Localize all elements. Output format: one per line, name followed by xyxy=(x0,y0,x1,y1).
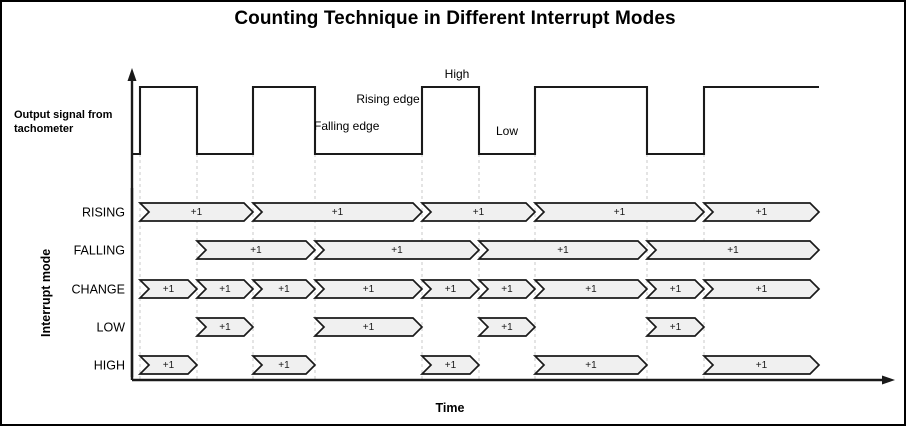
chevron-change-7 xyxy=(644,279,706,299)
x-axis-title: Time xyxy=(436,401,465,415)
chevron-row-falling: +1 +1 +1 +1 xyxy=(194,240,821,260)
chevron-change-0 xyxy=(137,279,199,299)
chevron-high-0 xyxy=(137,355,199,375)
chevron-value-high-4: +1 xyxy=(756,360,768,371)
gridline-group xyxy=(139,154,705,379)
chevron-value-low-0: +1 xyxy=(219,322,231,333)
chevron-falling-1 xyxy=(312,240,481,260)
chevron-high-3 xyxy=(532,355,649,375)
chevron-rising-3 xyxy=(532,202,706,222)
row-label-rising: RISING xyxy=(82,206,125,220)
chevron-value-change-1: +1 xyxy=(219,284,231,295)
chevron-value-low-2: +1 xyxy=(501,322,513,333)
chevron-value-high-1: +1 xyxy=(278,360,290,371)
chevron-row-group: +1+1+1+1+1+1+1+1+1+1+1+1+1+1+1+1+1+1+1+1… xyxy=(137,202,821,375)
chevron-value-falling-3: +1 xyxy=(727,245,739,256)
chevron-rising-0 xyxy=(137,202,255,222)
chevron-low-3 xyxy=(644,317,706,337)
chevron-change-4 xyxy=(419,279,481,299)
signal-y-axis-arrowhead xyxy=(127,68,137,81)
chevron-low-1 xyxy=(312,317,424,337)
annotation-low: Low xyxy=(496,124,518,138)
page-title: Counting Technique in Different Interrup… xyxy=(234,8,676,29)
chevron-change-8 xyxy=(701,279,821,299)
chevron-value-high-0: +1 xyxy=(163,360,175,371)
chevron-value-rising-3: +1 xyxy=(614,207,626,218)
chevron-change-6 xyxy=(532,279,649,299)
chevron-value-rising-4: +1 xyxy=(756,207,768,218)
chevron-value-high-3: +1 xyxy=(585,360,597,371)
chevron-high-2 xyxy=(419,355,481,375)
chevron-value-rising-0: +1 xyxy=(191,207,203,218)
chevron-high-1 xyxy=(250,355,317,375)
chevron-value-low-3: +1 xyxy=(670,322,682,333)
row-label-high: HIGH xyxy=(94,359,125,373)
chevron-value-change-3: +1 xyxy=(363,284,375,295)
chevron-value-falling-1: +1 xyxy=(391,245,403,256)
chevron-value-change-8: +1 xyxy=(756,284,768,295)
annotation-falling-edge: Falling edge xyxy=(314,119,380,133)
chevron-change-1 xyxy=(194,279,255,299)
chevron-high-4 xyxy=(701,355,821,375)
chevron-rising-2 xyxy=(419,202,537,222)
time-axis xyxy=(132,375,895,385)
chevron-row-low: +1 +1 +1 +1 xyxy=(194,317,706,337)
chevron-value-change-2: +1 xyxy=(278,284,290,295)
chevron-change-5 xyxy=(476,279,537,299)
chevron-row-change: +1 +1 +1 +1 +1 +1 +1 +1 +1 xyxy=(137,279,821,299)
chevron-falling-2 xyxy=(476,240,649,260)
tachometer-waveform xyxy=(132,85,819,156)
chevron-value-change-5: +1 xyxy=(501,284,513,295)
y-axis-title: Interrupt mode xyxy=(39,249,53,337)
chevron-change-2 xyxy=(250,279,317,299)
row-label-falling: FALLING xyxy=(74,244,125,258)
chevron-value-rising-1: +1 xyxy=(332,207,344,218)
chevron-value-high-2: +1 xyxy=(445,360,457,371)
signal-label-line2: tachometer xyxy=(14,123,74,135)
chevron-low-2 xyxy=(476,317,537,337)
chevron-value-change-7: +1 xyxy=(670,284,682,295)
chevron-low-0 xyxy=(194,317,255,337)
chevron-change-3 xyxy=(312,279,424,299)
chevron-value-low-1: +1 xyxy=(363,322,375,333)
time-axis-arrowhead xyxy=(882,375,895,385)
chevron-falling-0 xyxy=(194,240,317,260)
chevron-falling-3 xyxy=(644,240,821,260)
annotation-rising-edge: Rising edge xyxy=(356,92,420,106)
chevron-rising-1 xyxy=(250,202,424,222)
chevron-value-change-6: +1 xyxy=(585,284,597,295)
row-label-low: LOW xyxy=(97,321,126,335)
chevron-value-falling-0: +1 xyxy=(250,245,262,256)
signal-label-line1: Output signal from xyxy=(14,109,113,121)
chevron-value-change-4: +1 xyxy=(445,284,457,295)
row-label-group: RISING FALLING CHANGE LOW HIGH xyxy=(72,206,126,373)
annotation-high: High xyxy=(445,67,470,81)
chevron-value-change-0: +1 xyxy=(163,284,175,295)
chevron-row-rising: +1 +1 +1 +1 +1 xyxy=(137,202,821,222)
row-label-change: CHANGE xyxy=(72,283,125,297)
chevron-row-high: +1 +1 +1 +1 +1 xyxy=(137,355,821,375)
chevron-value-falling-2: +1 xyxy=(557,245,569,256)
chevron-value-rising-2: +1 xyxy=(473,207,485,218)
chevron-rising-4 xyxy=(701,202,821,222)
